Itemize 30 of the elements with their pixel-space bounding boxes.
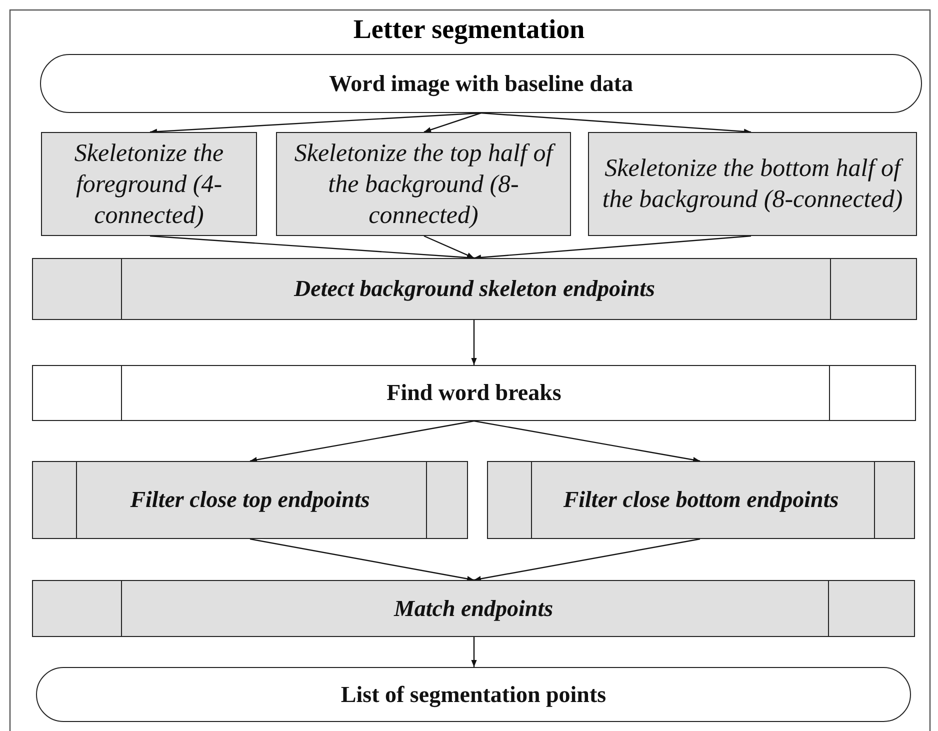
- node-label: Find word breaks: [386, 379, 562, 407]
- arrow: [424, 235, 474, 259]
- predefined-process-box: [32, 258, 917, 320]
- arrow: [474, 420, 700, 463]
- predefined-process-box: [32, 461, 468, 539]
- predefined-process-box: [487, 461, 915, 539]
- arrow: [471, 320, 477, 365]
- arrow: [250, 538, 474, 582]
- node-label: Skeletonize the foreground (4-connected): [73, 138, 225, 230]
- arrow: [480, 112, 752, 134]
- diagram-title: Letter segmentation: [352, 14, 586, 45]
- arrow: [474, 235, 752, 260]
- node-label: Skeletonize the bottom half of the background (8-connected): [601, 154, 904, 215]
- predefined-process-box: [32, 365, 916, 421]
- node-label: Detect background skeleton endpoints: [294, 275, 655, 303]
- process-box: [41, 132, 257, 236]
- process-box: [276, 132, 571, 236]
- process-box: [588, 132, 917, 236]
- arrow: [250, 420, 474, 463]
- node-label: Match endpoints: [394, 594, 554, 623]
- predefined-process-box: [32, 580, 915, 637]
- arrow: [150, 112, 482, 134]
- node-label: Skeletonize the top half of the background (8-connected): [285, 138, 562, 230]
- arrow: [424, 112, 482, 133]
- arrow: [471, 637, 477, 667]
- node-label: List of segmentation points: [340, 680, 606, 710]
- node-label: Word image with baseline data: [328, 70, 634, 98]
- node-label: Filter close top endpoints: [130, 486, 370, 514]
- node-label: Filter close bottom endpoints: [563, 486, 839, 514]
- arrow: [474, 538, 700, 582]
